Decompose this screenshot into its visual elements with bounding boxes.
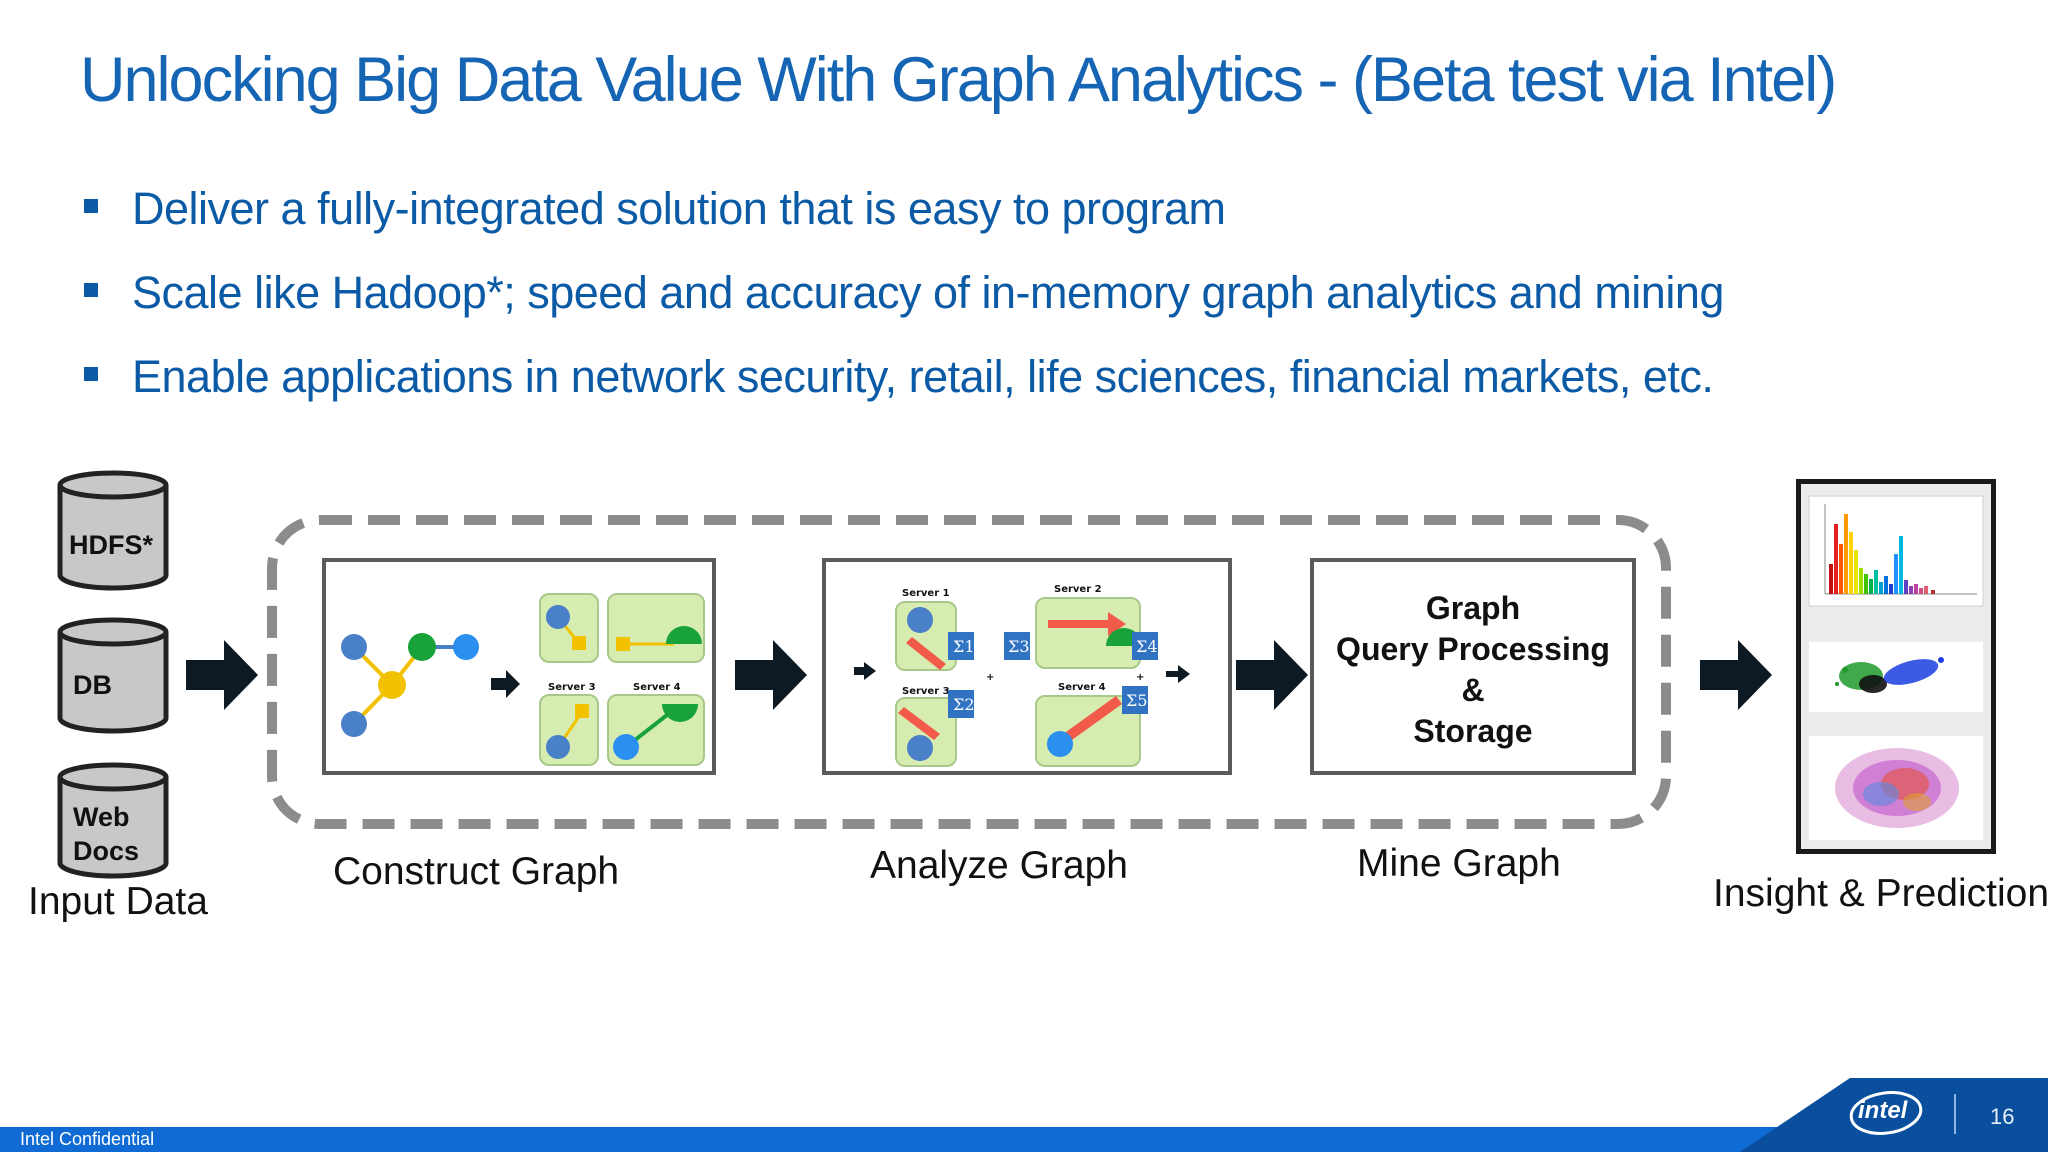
analyze-graph-caption: Analyze Graph xyxy=(870,844,1128,887)
server-3-label: Server 3 xyxy=(548,682,596,693)
sigma-5-label: Σ5 xyxy=(1126,691,1148,710)
bullet-square-icon xyxy=(84,367,98,382)
bullet-text: Scale like Hadoop*; speed and accuracy o… xyxy=(132,267,1724,318)
bullet-item: Deliver a fully-integrated solution that… xyxy=(84,183,1226,235)
footer-bar xyxy=(0,1127,2048,1152)
bullet-item: Enable applications in network security,… xyxy=(84,351,1714,403)
graph-diagram: Server 3 Server 4 xyxy=(341,593,705,766)
arrow-right-icon xyxy=(1700,640,1772,710)
pipeline-dashed-frame xyxy=(267,515,1671,829)
bullet-square-icon xyxy=(84,199,98,214)
intel-logo: intel xyxy=(1848,1088,1924,1138)
scatter-plot-thumbnail xyxy=(1809,642,1983,712)
mine-line-storage: Storage xyxy=(1413,713,1533,749)
sigma-3-label: Σ3 xyxy=(1008,637,1030,656)
analyze-graph-panel: Server 1 Server 2 Σ1 Σ3 Σ4 + + Server 3 … xyxy=(822,558,1232,775)
server-1-label: Server 1 xyxy=(902,588,950,599)
plus-label: + xyxy=(986,672,994,683)
intel-logo-text: intel xyxy=(1858,1097,1908,1124)
mine-graph-panel: Graph Query Processing & Storage xyxy=(1310,558,1636,775)
plus-label: + xyxy=(1136,672,1144,683)
construct-graph-caption: Construct Graph xyxy=(333,850,620,893)
sigma-2-label: Σ2 xyxy=(953,695,975,714)
confidential-label: Intel Confidential xyxy=(20,1129,155,1149)
mine-line-query-processing: Query Processing xyxy=(1336,631,1610,667)
footer-divider xyxy=(1954,1094,1956,1134)
insight-panel xyxy=(1796,479,1996,854)
footer-wedge xyxy=(1740,1078,2048,1152)
server-3-label: Server 3 xyxy=(902,686,950,697)
bullet-text: Deliver a fully-integrated solution that… xyxy=(132,183,1226,234)
web-label: Web xyxy=(73,802,130,832)
slide-title: Unlocking Big Data Value With Graph Anal… xyxy=(80,45,1837,115)
server-2-label: Server 2 xyxy=(1054,584,1102,595)
arrow-right-icon xyxy=(1236,640,1308,710)
docs-label: Docs xyxy=(73,836,140,866)
arrow-right-icon xyxy=(735,640,807,710)
db-cylinder-icon: DB xyxy=(57,617,169,734)
bullet-square-icon xyxy=(84,283,98,298)
histogram-thumbnail xyxy=(1808,495,1984,607)
page-number: 16 xyxy=(1990,1104,2015,1129)
construct-graph-panel: Server 3 Server 4 xyxy=(322,558,716,775)
sigma-1-label: Σ1 xyxy=(953,637,975,656)
sigma-4-label: Σ4 xyxy=(1136,637,1158,656)
db-label: DB xyxy=(73,670,112,700)
bullet-text: Enable applications in network security,… xyxy=(132,351,1714,402)
mine-line-graph: Graph xyxy=(1425,590,1521,626)
distributed-computation-diagram: Server 1 Server 2 Σ1 Σ3 Σ4 + + Server 3 … xyxy=(854,584,1190,767)
server-4-label: Server 4 xyxy=(1058,682,1106,693)
hdfs-cylinder-icon: HDFS* xyxy=(57,470,169,591)
server-4-label: Server 4 xyxy=(633,682,681,693)
mine-line-ampersand: & xyxy=(1461,672,1485,708)
network-graph-thumbnail xyxy=(1809,736,1983,840)
hdfs-label: HDFS* xyxy=(69,530,154,560)
bullet-item: Scale like Hadoop*; speed and accuracy o… xyxy=(84,267,1724,319)
web-docs-cylinder-icon: Web Docs xyxy=(57,762,169,879)
input-data-caption: Input Data xyxy=(28,880,208,923)
arrow-right-icon xyxy=(186,640,258,710)
mine-graph-caption: Mine Graph xyxy=(1357,842,1561,885)
insight-prediction-caption: Insight & Prediction xyxy=(1713,872,2048,915)
